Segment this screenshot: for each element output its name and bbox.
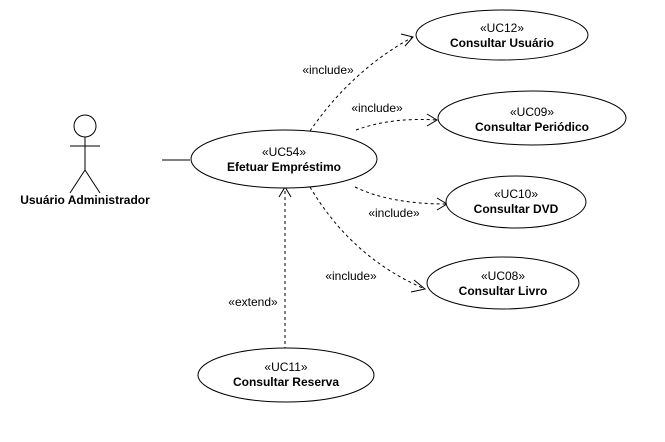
include-line-uc08 xyxy=(309,186,426,290)
use-case-stereotype: «UC10» xyxy=(494,187,538,201)
use-case-ellipse xyxy=(190,129,378,189)
use-case-uc09[interactable]: «UC09» Consultar Periódico xyxy=(437,90,627,146)
use-case-uc10[interactable]: «UC10» Consultar DVD xyxy=(445,175,587,229)
include-line-uc10 xyxy=(354,186,448,205)
extend-label-uc11: «extend» xyxy=(228,295,278,309)
use-case-name: Consultar DVD xyxy=(474,202,559,216)
use-case-uc08[interactable]: «UC08» Consultar Livro xyxy=(426,256,580,310)
use-case-ellipse xyxy=(197,347,375,403)
actor-name: Usuário Administrador xyxy=(20,193,150,207)
use-case-ellipse xyxy=(445,175,587,229)
extend-relation-uc11: «extend» xyxy=(228,186,292,350)
arrowhead-uc09 xyxy=(426,113,438,127)
include-relation-uc10: «include» xyxy=(354,186,448,220)
arrowhead-uc12 xyxy=(400,33,414,47)
use-case-uc11[interactable]: «UC11» Consultar Reserva xyxy=(197,347,375,403)
actor-left-leg xyxy=(69,169,86,194)
arrowhead-uc08 xyxy=(410,279,427,293)
use-case-name: Efetuar Empréstimo xyxy=(227,160,341,174)
use-case-name: Consultar Periódico xyxy=(475,120,589,134)
include-line-uc09 xyxy=(355,118,438,131)
use-case-stereotype: «UC08» xyxy=(481,269,525,283)
include-label-uc10: «include» xyxy=(368,206,420,220)
use-case-name: Consultar Reserva xyxy=(233,375,339,389)
include-line-uc12 xyxy=(309,36,414,132)
use-case-name: Consultar Usuário xyxy=(450,36,554,50)
actor-usuario-administrador[interactable]: Usuário Administrador xyxy=(20,114,150,207)
actor-right-leg xyxy=(84,169,101,194)
use-case-stereotype: «UC11» xyxy=(264,360,307,374)
include-relation-uc12: «include» xyxy=(302,33,414,132)
actor-head xyxy=(73,114,97,138)
use-case-stereotype: «UC09» xyxy=(510,105,554,119)
include-label-uc08: «include» xyxy=(325,269,377,283)
include-relation-uc08: «include» xyxy=(309,186,427,293)
use-case-ellipse xyxy=(426,256,580,310)
use-case-ellipse xyxy=(415,9,589,61)
use-case-ellipse xyxy=(437,90,627,146)
include-label-uc12: «include» xyxy=(302,63,354,77)
use-case-name: Consultar Livro xyxy=(459,284,548,298)
include-label-uc09: «include» xyxy=(351,101,403,115)
include-relation-uc09: «include» xyxy=(351,101,438,131)
use-case-stereotype: «UC12» xyxy=(480,21,524,35)
use-case-uc12[interactable]: «UC12» Consultar Usuário xyxy=(415,9,589,61)
use-case-stereotype: «UC54» xyxy=(262,145,306,159)
use-case-uc54[interactable]: «UC54» Efetuar Empréstimo xyxy=(190,129,378,189)
